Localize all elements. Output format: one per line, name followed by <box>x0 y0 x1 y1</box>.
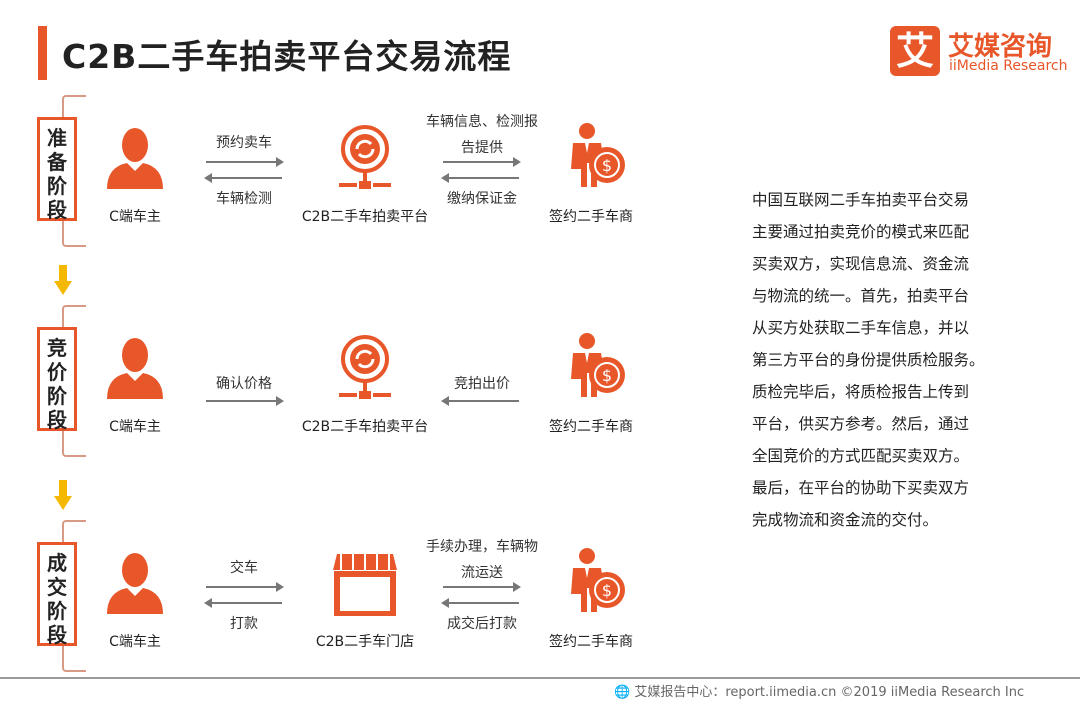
arrow-left <box>441 173 519 183</box>
page-title: C2B二手车拍卖平台交易流程 <box>62 37 512 76</box>
description-line: 第三方平台的身份提供质检服务。 <box>752 351 985 369</box>
left-node-label: C端车主 <box>109 209 161 225</box>
dealer-icon: $ <box>567 333 627 403</box>
right-arrow-label: 竞拍出价 <box>454 376 510 392</box>
down-arrow-icon <box>54 265 72 295</box>
center-node-label: C2B二手车拍卖平台 <box>301 209 429 225</box>
title-accent-bar <box>38 26 47 80</box>
description-line: 全国竞价的方式匹配买卖双方。 <box>752 447 970 465</box>
arrow-right <box>443 157 521 167</box>
center-node-label: C2B二手车拍卖平台 <box>301 419 429 435</box>
dealer-icon: $ <box>567 548 627 618</box>
platform-icon <box>335 335 395 409</box>
right-bottom-label: 缴纳保证金 <box>447 191 517 207</box>
person-icon <box>105 127 165 193</box>
center-node-label: C2B二手车门店 <box>315 634 415 650</box>
arrow-right <box>443 582 521 592</box>
description-line: 从买方处获取二手车信息，并以 <box>752 319 970 337</box>
shop-icon <box>333 550 397 620</box>
stage-label: 竞价阶段 <box>37 327 77 432</box>
description-line: 主要通过拍卖竞价的模式来匹配 <box>752 223 970 241</box>
arrow-left <box>441 598 519 608</box>
arrow-left <box>204 173 282 183</box>
person-icon <box>105 552 165 618</box>
footer: 🌐 艾媒报告中心：report.iimedia.cn ©2019 iiMedia… <box>614 681 1024 700</box>
description-line: 平台，供买方参考。然后，通过 <box>752 415 970 433</box>
down-arrow-icon <box>54 480 72 510</box>
right-top-label: 告提供 <box>461 140 503 156</box>
left-bottom-label: 车辆检测 <box>216 191 272 207</box>
arrow-left <box>441 396 519 406</box>
dealer-icon: $ <box>567 123 627 193</box>
footer-divider <box>0 677 1080 679</box>
footer-text: 艾媒报告中心：report.iimedia.cn ©2019 iiMedia R… <box>634 685 1025 700</box>
description-line: 买卖双方，实现信息流、资金流 <box>752 255 970 273</box>
right-top-label: 流运送 <box>461 565 503 581</box>
svg-text:$: $ <box>602 366 612 385</box>
logo-cn: 艾媒咨询 <box>948 32 1053 62</box>
person-icon <box>105 337 165 403</box>
description: 中国互联网二手车拍卖平台交易主要通过拍卖竞价的模式来匹配买卖双方，实现信息流、资… <box>752 184 1022 536</box>
globe-icon: 🌐 <box>614 685 631 700</box>
right-node-label: 签约二手车商 <box>549 634 633 650</box>
logo-en: iiMedia Research <box>949 58 1068 74</box>
right-bottom-label: 成交后打款 <box>447 616 517 632</box>
left-arrow-label: 确认价格 <box>216 376 272 392</box>
left-node-label: C端车主 <box>109 634 161 650</box>
stage-label: 准备阶段 <box>37 117 77 222</box>
description-line: 完成物流和资金流的交付。 <box>752 511 939 529</box>
arrow-right <box>206 582 284 592</box>
arrow-left <box>204 598 282 608</box>
right-top-label: 车辆信息、检测报 <box>426 114 538 130</box>
right-top-label: 手续办理，车辆物 <box>426 539 538 555</box>
arrow-right <box>206 157 284 167</box>
description-line: 质检完毕后，将质检报告上传到 <box>752 383 970 401</box>
right-node-label: 签约二手车商 <box>549 419 633 435</box>
left-top-label: 交车 <box>230 560 258 576</box>
svg-text:$: $ <box>602 156 612 175</box>
arrow-right <box>206 396 284 406</box>
logo-mark: 艾 <box>890 26 940 76</box>
platform-icon <box>335 125 395 199</box>
description-line: 中国互联网二手车拍卖平台交易 <box>752 191 970 209</box>
left-node-label: C端车主 <box>109 419 161 435</box>
description-line: 最后，在平台的协助下买卖双方 <box>752 479 970 497</box>
right-node-label: 签约二手车商 <box>549 209 633 225</box>
left-bottom-label: 打款 <box>230 616 258 632</box>
svg-text:$: $ <box>602 581 612 600</box>
description-line: 与物流的统一。首先，拍卖平台 <box>752 287 970 305</box>
stage-label: 成交阶段 <box>37 542 77 647</box>
left-top-label: 预约卖车 <box>216 135 272 151</box>
